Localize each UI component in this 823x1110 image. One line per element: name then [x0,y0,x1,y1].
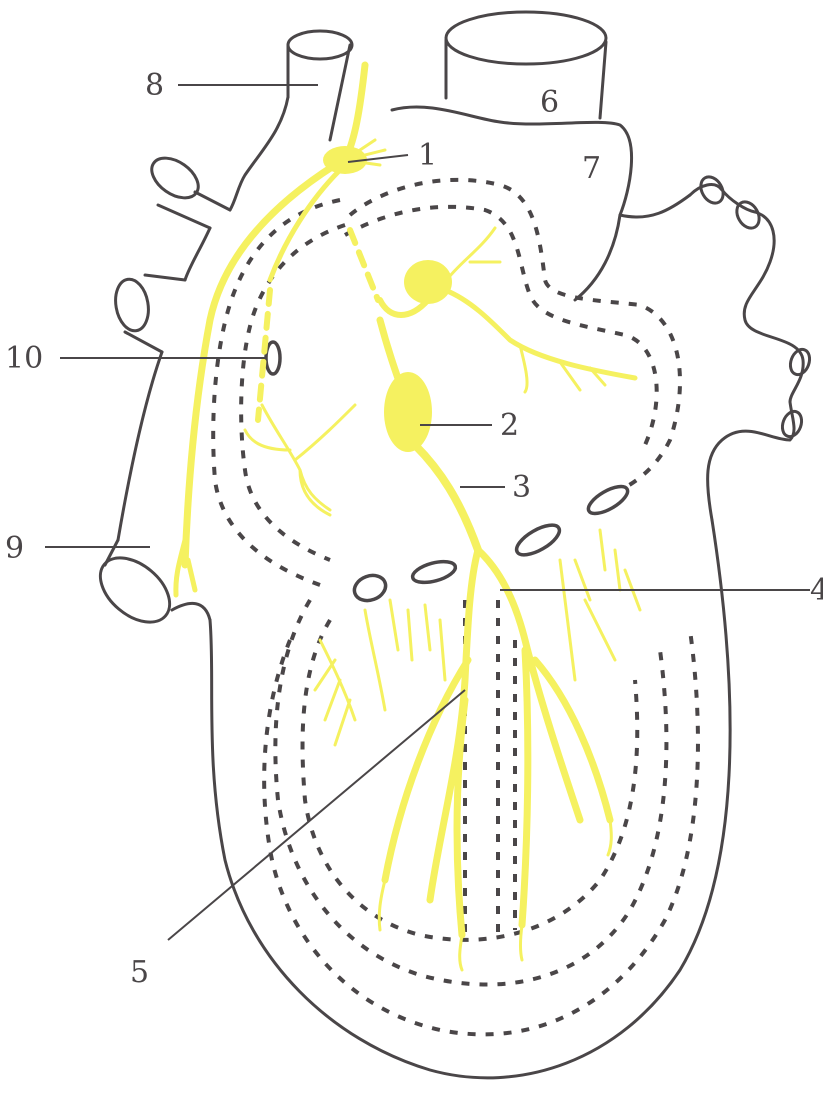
label-10: 10 [5,341,43,376]
label-9: 9 [5,531,24,566]
heart-outline [88,12,813,1078]
labels: 1 2 3 4 5 6 7 8 9 10 [5,68,823,990]
label-2: 2 [500,408,519,443]
label-1: 1 [418,138,437,173]
label-8: 8 [145,68,164,103]
label-7: 7 [582,151,601,186]
chamber-walls [213,180,698,1035]
label-5: 5 [130,955,149,990]
label-3: 3 [512,470,531,505]
conduction-system [176,65,640,970]
label-4: 4 [810,573,823,608]
leader-lines [45,85,810,940]
label-6: 6 [540,85,559,120]
